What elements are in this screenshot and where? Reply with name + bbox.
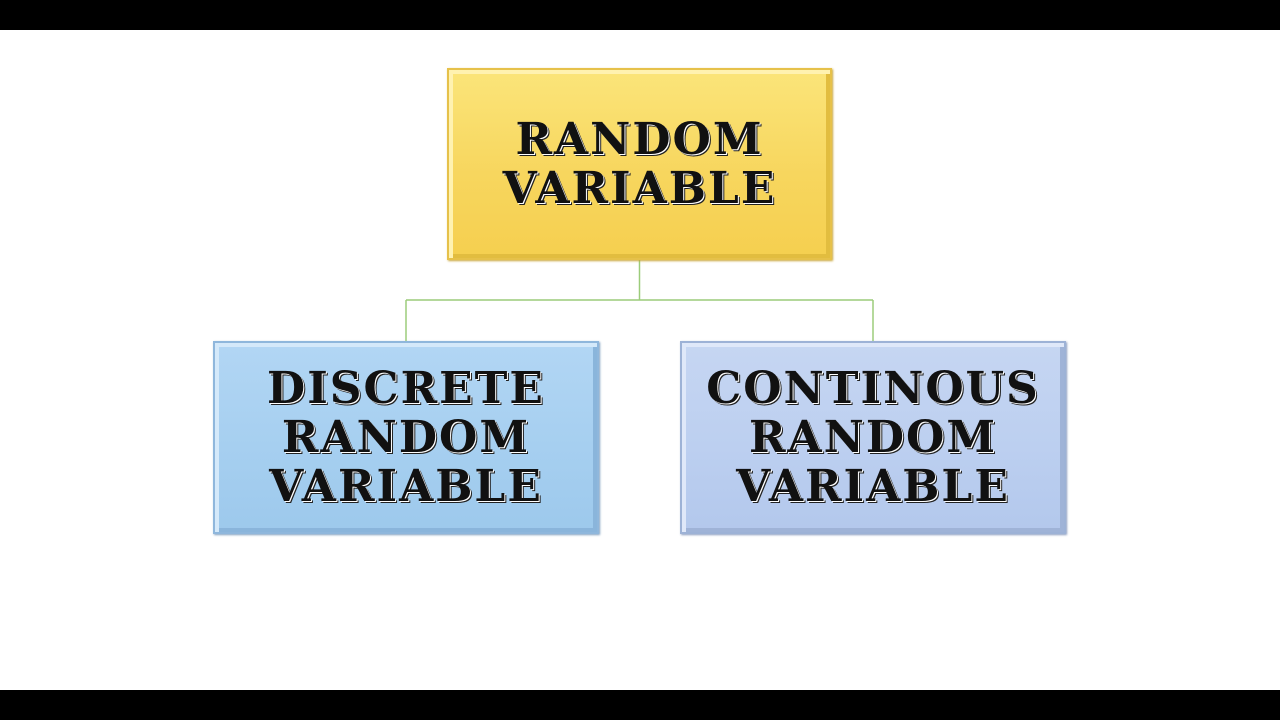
- node-discrete-random-variable: DISCRETE RANDOM VARIABLE: [213, 341, 599, 534]
- node-continous-random-variable-label: CONTINOUS RANDOM VARIABLE: [706, 362, 1040, 513]
- node-random-variable: RANDOM VARIABLE: [447, 68, 832, 260]
- node-continous-random-variable: CONTINOUS RANDOM VARIABLE: [680, 341, 1066, 534]
- letterbox-top-bar: [0, 0, 1280, 30]
- diagram-slide: RANDOM VARIABLE DISCRETE RANDOM VARIABLE…: [0, 30, 1280, 690]
- node-random-variable-label: RANDOM VARIABLE: [502, 113, 777, 214]
- letterbox-bottom-bar: [0, 690, 1280, 720]
- node-discrete-random-variable-label: DISCRETE RANDOM VARIABLE: [267, 362, 545, 513]
- connector-lines: [405, 260, 874, 341]
